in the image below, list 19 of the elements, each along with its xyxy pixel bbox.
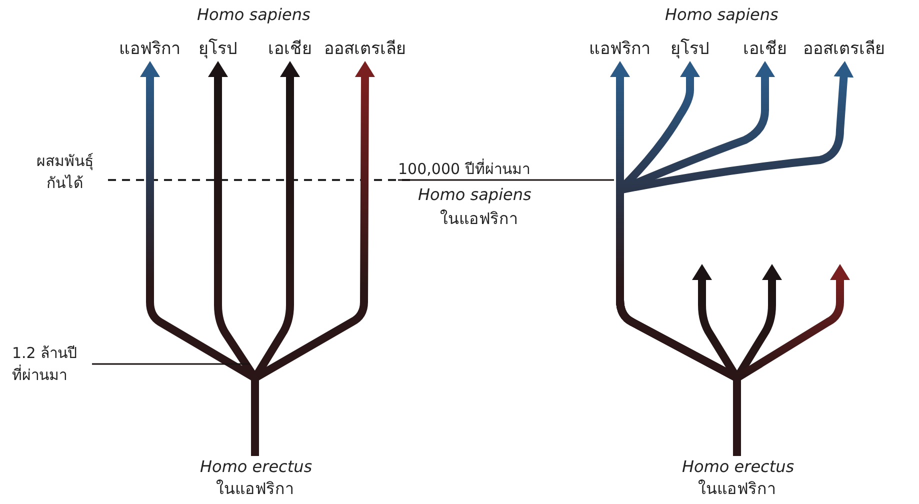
species-name: Homo erectus: [682, 456, 794, 478]
place-label: ในแอฟริกา: [440, 208, 518, 230]
region-label: ออสเตรเลีย: [797, 38, 891, 60]
region-label: ยุโรป: [188, 38, 248, 60]
time-label: 1.2 ล้านปี ที่ผ่านมา: [12, 342, 92, 386]
time-label: 100,000 ปีที่ผ่านมา: [398, 158, 548, 180]
leader-line: [92, 363, 250, 365]
place-label: ในแอฟริกา: [698, 478, 776, 500]
region-label: ยุโรป: [660, 38, 720, 60]
place-label: ในแอฟริกา: [216, 478, 294, 500]
species-name: Homo sapiens: [418, 184, 532, 206]
note-label: ผสมพันธุ์ กันได้: [36, 151, 94, 194]
leader-line: [398, 179, 614, 181]
region-label: แอฟริกา: [115, 38, 185, 60]
species-heading: Homo sapiens: [665, 4, 778, 26]
species-heading: Homo sapiens: [197, 4, 310, 26]
species-name: Homo erectus: [200, 456, 312, 478]
region-label: เอเชีย: [733, 38, 797, 60]
region-label: แอฟริกา: [585, 38, 655, 60]
